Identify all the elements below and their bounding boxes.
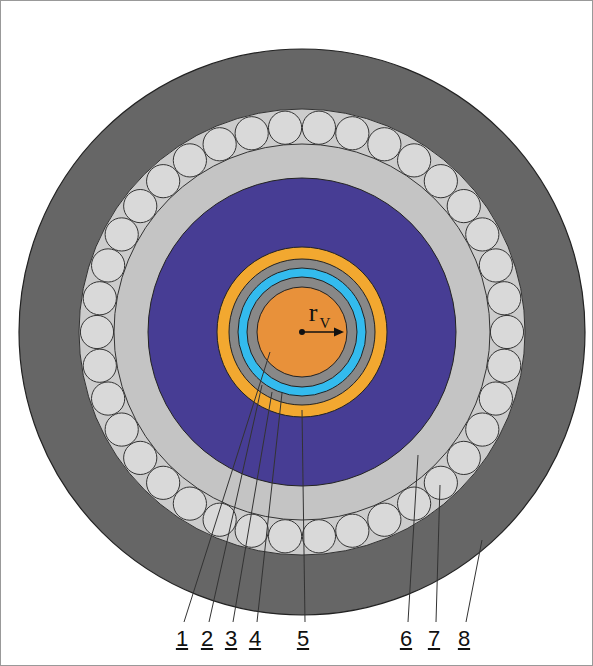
bedding-layer [114, 144, 490, 520]
leader-line [466, 540, 482, 622]
armour-wire [80, 315, 113, 348]
radius-arrow [302, 331, 336, 333]
callout-number: 6 [400, 628, 412, 650]
leader-line [184, 352, 270, 622]
armour-wire [336, 117, 369, 150]
armour-wire [466, 413, 499, 446]
leader-line [436, 485, 440, 622]
armour-wire [203, 128, 236, 161]
armour-wire [268, 111, 301, 144]
armour-wire [92, 249, 125, 282]
outer-sheath [19, 49, 585, 615]
armour-wire [424, 165, 457, 198]
callout-number: 8 [458, 628, 470, 650]
armour-wire [105, 413, 138, 446]
callout-number: 3 [225, 628, 237, 650]
armour-wire [447, 189, 480, 222]
radius-arrowhead [334, 328, 344, 337]
armour-wire [124, 441, 157, 474]
armour-wire [302, 111, 335, 144]
radius-symbol: r [309, 300, 318, 326]
armour-wires [80, 111, 523, 553]
leader-line [209, 385, 262, 622]
semiconductive-layer [229, 259, 375, 405]
armour-wire [488, 349, 521, 382]
armour-wire [424, 466, 457, 499]
leader-line [257, 393, 282, 622]
callout-number: 1 [176, 628, 188, 650]
callout-number: 7 [428, 628, 440, 650]
callout-number: 2 [201, 628, 213, 650]
leader-line [233, 392, 272, 622]
armour-wire [336, 514, 369, 547]
armour-wire [479, 249, 512, 282]
armour-wire [302, 520, 335, 553]
armour-wire [368, 503, 401, 536]
conductor-screen [247, 277, 357, 387]
armour-wire [488, 282, 521, 315]
armour-wire [368, 128, 401, 161]
armour-wire [235, 514, 268, 547]
radius-subscript: V [320, 316, 331, 331]
armour-wire [147, 165, 180, 198]
armour-wire [173, 144, 206, 177]
outer-screen [217, 247, 387, 417]
leader-line [408, 455, 418, 622]
armour-wire [203, 503, 236, 536]
armour-wire [173, 487, 206, 520]
armour-wire [490, 315, 523, 348]
armour-wire [479, 382, 512, 415]
armour-wire [124, 189, 157, 222]
water-barrier [238, 268, 366, 396]
armour-wire [147, 466, 180, 499]
callout-number: 4 [249, 628, 261, 650]
leader-line [302, 410, 305, 622]
armour-wire [83, 282, 116, 315]
armour-wire [235, 117, 268, 150]
armour-wire [92, 382, 125, 415]
armour-wire [447, 441, 480, 474]
armour-wire [398, 144, 431, 177]
armour-bed [79, 109, 525, 555]
conductor-core [257, 287, 347, 377]
armour-wire [466, 218, 499, 251]
armour-wire [105, 218, 138, 251]
leader-lines [184, 352, 482, 622]
callout-number: 5 [297, 628, 309, 650]
armour-wire [83, 349, 116, 382]
armour-wire [268, 520, 301, 553]
